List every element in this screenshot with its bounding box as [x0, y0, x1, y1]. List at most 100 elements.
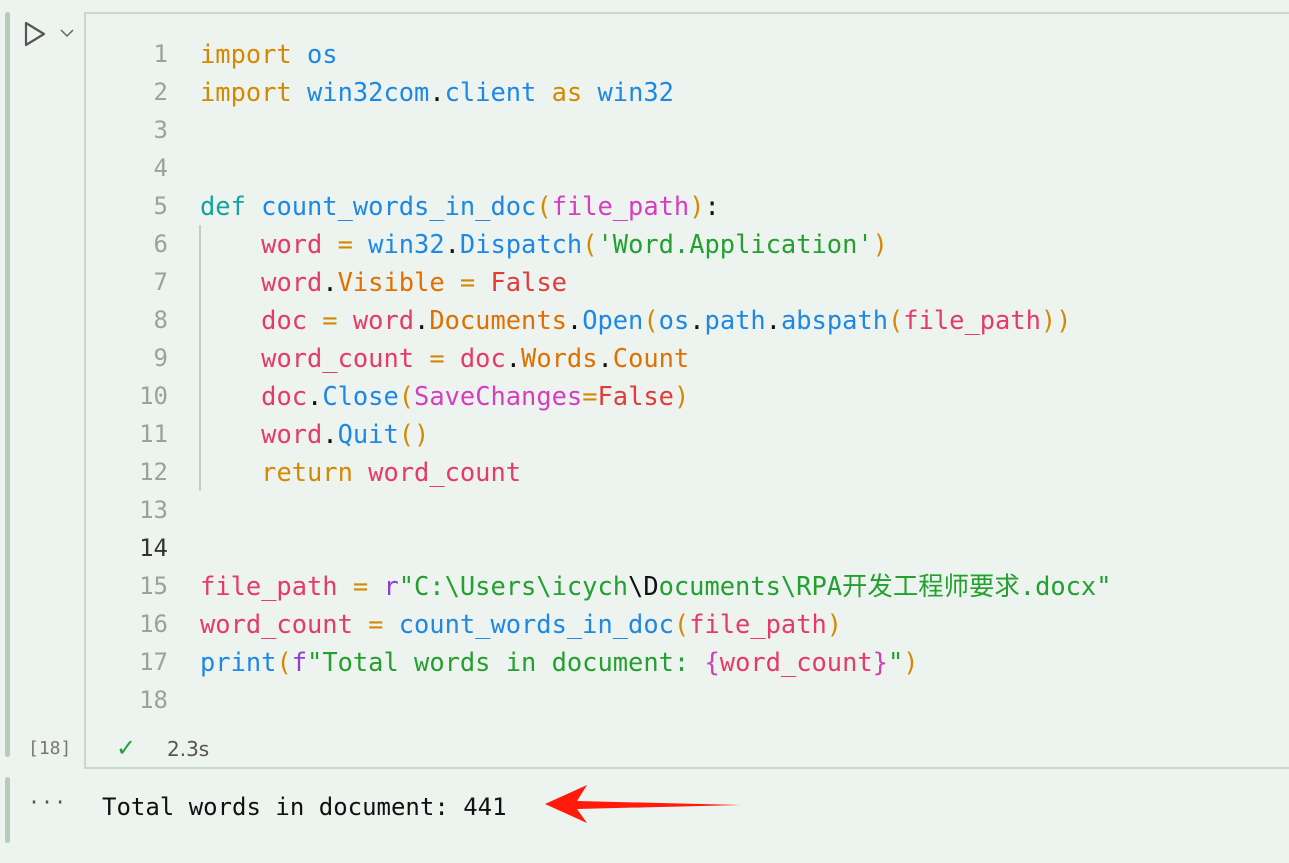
code-token: [200, 343, 261, 373]
code-token: return: [261, 457, 353, 487]
line-number: 7: [153, 268, 168, 296]
code-token: .: [597, 343, 613, 373]
code-token: =: [307, 305, 353, 335]
code-token: Words: [521, 343, 598, 373]
code-token: [200, 457, 261, 487]
code-token: .: [444, 229, 460, 259]
code-token: =: [322, 229, 369, 259]
code-token: "Total words in document:: [307, 647, 705, 677]
chevron-down-icon: [60, 29, 74, 38]
code-token: =: [337, 571, 384, 601]
code-token: Open: [582, 305, 644, 335]
code-token: doc: [261, 305, 308, 335]
code-token: ): [872, 229, 888, 259]
code-token: word: [261, 419, 323, 449]
code-token: f: [291, 647, 308, 677]
code-token: (: [398, 381, 415, 411]
cell-focus-bar: [5, 12, 10, 757]
code-token: (: [888, 305, 904, 335]
line-number: 2: [153, 78, 168, 106]
code-token: (: [643, 305, 659, 335]
code-token: ": [887, 647, 904, 677]
code-token: (: [276, 647, 292, 677]
code-token: word_count: [200, 609, 353, 639]
code-token: file_path: [551, 191, 690, 221]
code-token: word_count: [261, 343, 415, 373]
code-token: (: [536, 191, 552, 221]
code-line[interactable]: word_count = count_words_in_doc(file_pat…: [200, 605, 842, 643]
line-number: 8: [153, 306, 168, 334]
code-token: win32: [368, 229, 445, 259]
code-token: Dispatch: [459, 229, 583, 259]
code-token: )): [1040, 305, 1072, 335]
code-token: abspath: [780, 305, 888, 335]
line-number: 3: [153, 116, 168, 144]
code-token: .: [307, 381, 323, 411]
code-token: [246, 191, 261, 221]
code-token: .: [566, 305, 583, 335]
code-token: =: [444, 267, 491, 297]
code-line[interactable]: import win32com.client as win32: [200, 73, 674, 111]
code-token: \D: [628, 571, 659, 601]
code-token: ocuments\RPA开发工程师要求.docx": [658, 571, 1112, 601]
code-line[interactable]: word.Visible = False: [200, 263, 567, 301]
code-token: SaveChanges: [414, 381, 583, 411]
code-line[interactable]: import os: [200, 35, 338, 73]
code-token: doc: [261, 381, 308, 411]
code-token: .: [505, 343, 522, 373]
line-number: 14: [139, 534, 168, 562]
run-options-button[interactable]: [58, 24, 76, 42]
code-line[interactable]: word_count = doc.Words.Count: [200, 339, 689, 377]
code-token: [292, 77, 307, 107]
code-line[interactable]: word = win32.Dispatch('Word.Application'…: [200, 225, 888, 263]
line-number: 18: [139, 686, 168, 714]
code-token: =: [352, 609, 399, 639]
code-token: print: [200, 647, 277, 677]
line-number: 6: [153, 230, 168, 258]
line-number: 13: [139, 496, 168, 524]
line-number: 4: [153, 154, 168, 182]
line-number: 5: [153, 192, 168, 220]
code-token: doc: [459, 343, 506, 373]
ellipsis-icon[interactable]: ···: [28, 790, 68, 814]
code-token: file_path: [200, 571, 338, 601]
code-token: import: [200, 77, 292, 107]
line-number: 17: [139, 648, 168, 676]
code-token: (: [582, 229, 598, 259]
code-token: ): [826, 609, 843, 639]
indent-guide: [199, 225, 201, 491]
code-token: word: [261, 267, 323, 297]
code-token: [200, 305, 261, 335]
code-line[interactable]: def count_words_in_doc(file_path):: [200, 187, 720, 225]
code-token: =: [582, 381, 598, 411]
code-token: Documents: [429, 305, 567, 335]
code-token: {: [704, 647, 720, 677]
line-number: 12: [139, 458, 168, 486]
code-token: client: [444, 77, 537, 107]
code-token: os: [307, 39, 338, 69]
code-line[interactable]: print(f"Total words in document: {word_c…: [200, 643, 919, 681]
code-token: Quit: [337, 419, 399, 449]
code-token: path: [704, 305, 766, 335]
cell-output-text: Total words in document: 441: [102, 793, 507, 821]
code-line[interactable]: file_path = r"C:\Users\icych\Documents\R…: [200, 567, 1112, 605]
execution-count: [18]: [28, 738, 72, 759]
code-token: Count: [612, 343, 690, 373]
run-cell-button[interactable]: [22, 20, 48, 48]
code-line[interactable]: return word_count: [200, 453, 521, 491]
code-token: [200, 419, 261, 449]
execution-duration: 2.3s: [167, 737, 210, 761]
code-line[interactable]: doc.Close(SaveChanges=False): [200, 377, 689, 415]
code-token: def: [200, 191, 246, 221]
code-token: .: [689, 305, 705, 335]
code-token: "C:\Users\icych: [398, 571, 629, 601]
code-cell-editor[interactable]: [84, 12, 1289, 769]
code-line[interactable]: word.Quit(): [200, 415, 429, 453]
code-token: ): [689, 191, 705, 221]
code-line[interactable]: doc = word.Documents.Open(os.path.abspat…: [200, 301, 1071, 339]
red-arrow-icon: [545, 785, 741, 823]
code-token: False: [597, 381, 674, 411]
code-token: ): [903, 647, 919, 677]
code-token: word_count: [368, 457, 522, 487]
code-token: 'Word.Application': [597, 229, 873, 259]
